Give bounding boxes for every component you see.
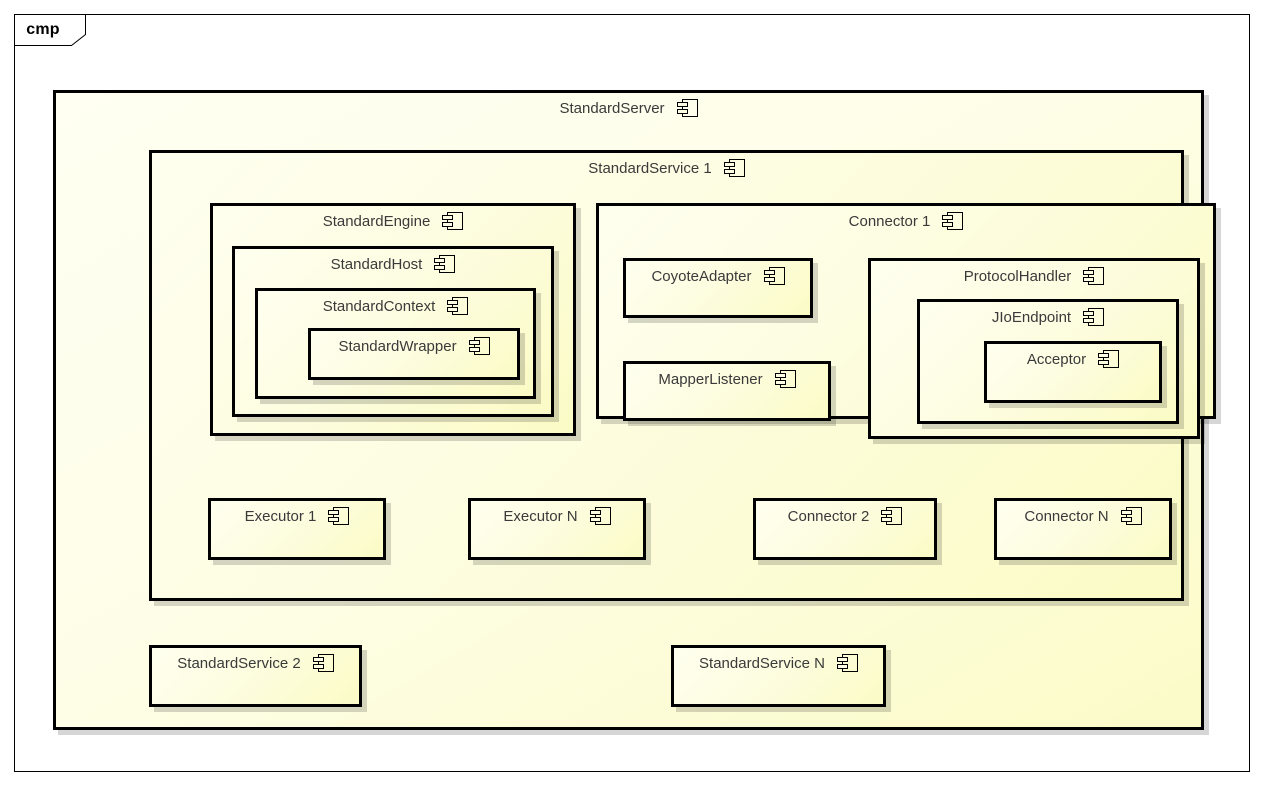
component-title: StandardEngine <box>213 210 573 232</box>
component-label: StandardWrapper <box>338 337 457 355</box>
component-icon <box>942 212 964 230</box>
component-title: JIoEndpoint <box>920 306 1176 328</box>
component-jioendpoint[interactable]: JIoEndpoint Acceptor <box>917 299 1179 424</box>
component-label: Connector 2 <box>787 507 870 525</box>
component-icon <box>1120 507 1142 525</box>
component-label: StandardHost <box>330 255 423 273</box>
component-icon <box>676 99 698 117</box>
component-standardservice-1[interactable]: StandardService 1 StandardEngine Standar… <box>149 150 1216 601</box>
component-connector-2[interactable]: Connector 2 <box>753 498 937 560</box>
component-label: StandardService 2 <box>177 654 301 672</box>
component-label: StandardService N <box>699 654 825 672</box>
component-icon <box>447 297 469 315</box>
component-protocolhandler[interactable]: ProtocolHandler JIoEndpoint <box>868 258 1200 439</box>
component-title: StandardContext <box>258 295 533 317</box>
component-icon <box>881 507 903 525</box>
component-icon <box>774 370 796 388</box>
component-title: Executor N <box>471 505 643 527</box>
component-title: Connector 1 <box>599 210 1213 232</box>
component-label: ProtocolHandler <box>963 267 1072 285</box>
component-label: Acceptor <box>1026 350 1087 368</box>
component-label: StandardServer <box>559 99 665 117</box>
component-title: MapperListener <box>626 368 828 390</box>
frame-tab-shape <box>14 14 86 46</box>
component-standardservice-2[interactable]: StandardService 2 <box>149 645 362 707</box>
component-label: CoyoteAdapter <box>651 267 752 285</box>
component-label: StandardService 1 <box>588 159 712 177</box>
component-title: StandardHost <box>235 253 551 275</box>
component-mapperlistener[interactable]: MapperListener <box>623 361 831 421</box>
component-icon <box>434 255 456 273</box>
component-icon <box>1083 308 1105 326</box>
component-icon <box>1083 267 1105 285</box>
component-title: Connector 2 <box>756 505 934 527</box>
component-executor-1[interactable]: Executor 1 <box>208 498 386 560</box>
component-label: Executor 1 <box>244 507 317 525</box>
component-title: ProtocolHandler <box>871 265 1197 287</box>
component-title: StandardWrapper <box>311 335 517 357</box>
component-label: MapperListener <box>658 370 763 388</box>
component-title: StandardService 2 <box>152 652 359 674</box>
component-standardhost[interactable]: StandardHost StandardContext <box>232 246 554 417</box>
component-icon <box>1098 350 1120 368</box>
frame-label-tab: cmp <box>14 14 86 46</box>
component-label: Connector 1 <box>848 212 931 230</box>
uml-component-diagram-frame: cmp StandardServer StandardService 1 Sta… <box>14 14 1250 772</box>
component-standardserver[interactable]: StandardServer StandardService 1 Standar… <box>53 90 1216 730</box>
component-icon <box>442 212 464 230</box>
component-standardengine[interactable]: StandardEngine StandardHost Stan <box>210 203 576 436</box>
component-icon <box>312 654 334 672</box>
component-title: StandardService N <box>674 652 883 674</box>
component-label: StandardEngine <box>322 212 431 230</box>
component-icon <box>468 337 490 355</box>
component-icon <box>836 654 858 672</box>
component-icon <box>723 159 745 177</box>
component-connector-n[interactable]: Connector N <box>994 498 1172 560</box>
component-executor-n[interactable]: Executor N <box>468 498 646 560</box>
component-title: Connector N <box>997 505 1169 527</box>
component-coyoteadapter[interactable]: CoyoteAdapter <box>623 258 813 318</box>
component-label: StandardContext <box>322 297 436 315</box>
component-title: StandardService 1 <box>152 157 1181 179</box>
component-standardcontext[interactable]: StandardContext StandardWrapper <box>255 288 536 399</box>
component-standardwrapper[interactable]: StandardWrapper <box>308 328 520 380</box>
component-title: CoyoteAdapter <box>626 265 810 287</box>
component-icon <box>328 507 350 525</box>
component-acceptor[interactable]: Acceptor <box>984 341 1162 403</box>
component-icon <box>763 267 785 285</box>
component-title: Executor 1 <box>211 505 383 527</box>
component-title: Acceptor <box>987 348 1159 370</box>
component-label: Connector N <box>1024 507 1109 525</box>
component-title: StandardServer <box>56 97 1201 119</box>
component-icon <box>589 507 611 525</box>
component-connector-1[interactable]: Connector 1 CoyoteAdapter Map <box>596 203 1216 439</box>
component-label: JIoEndpoint <box>991 308 1072 326</box>
component-standardservice-n[interactable]: StandardService N <box>671 645 886 707</box>
component-label: Executor N <box>503 507 578 525</box>
frame-label: cmp <box>26 21 60 38</box>
